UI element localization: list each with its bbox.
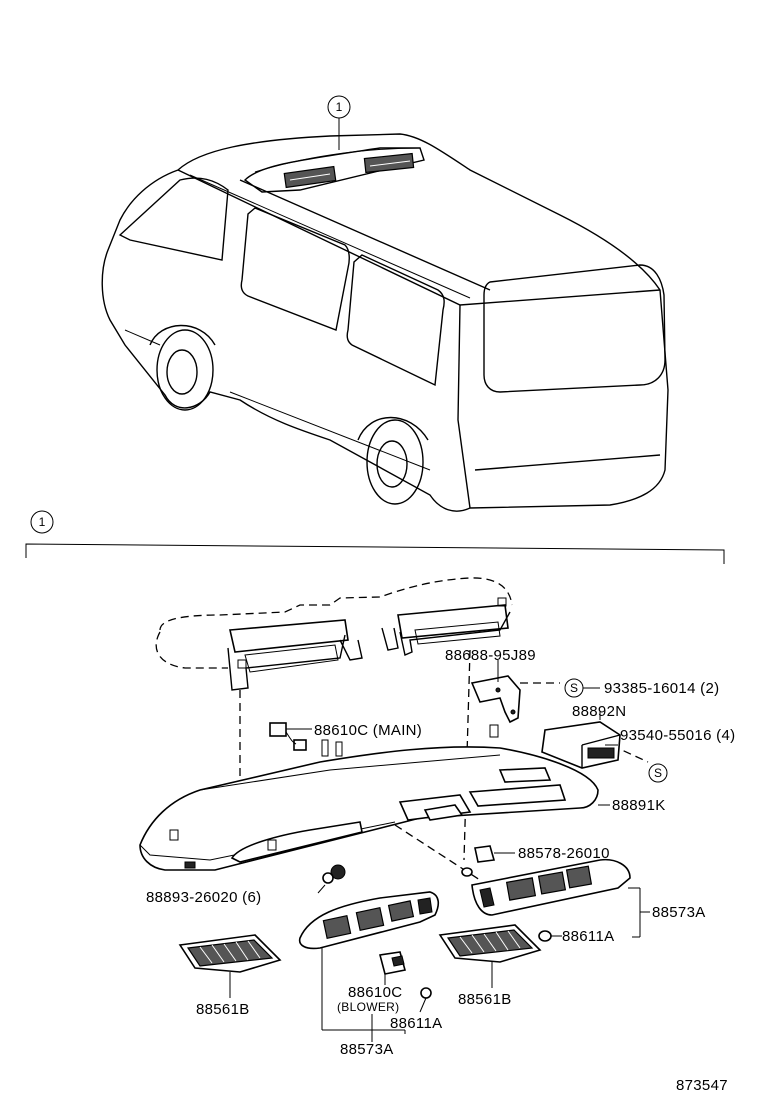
svg-text:S: S bbox=[654, 766, 662, 780]
label-screw-unit: 93540-55016 (4) bbox=[620, 727, 735, 744]
small-clip bbox=[474, 845, 515, 863]
duct-panel bbox=[139, 724, 610, 871]
label-nut-bottom: 88611A bbox=[390, 1015, 442, 1032]
label-register-right: 88573A bbox=[652, 904, 706, 921]
svg-text:S: S bbox=[570, 681, 578, 695]
section-divider bbox=[25, 543, 725, 564]
svg-text:1: 1 bbox=[336, 100, 343, 114]
label-switch-main: 88610C (MAIN) bbox=[314, 722, 422, 739]
control-unit bbox=[541, 712, 621, 769]
van-illustration bbox=[101, 118, 669, 512]
svg-text:1: 1 bbox=[39, 515, 46, 529]
label-clip-bulb: 88893-26020 (6) bbox=[146, 889, 261, 906]
register-bottom-bracket bbox=[322, 1014, 406, 1042]
label-screw-main: 93385-16014 (2) bbox=[604, 680, 719, 697]
callout-top: 1 bbox=[327, 95, 351, 119]
label-bracket: 88688-95J89 bbox=[445, 647, 536, 664]
label-register-bottom: 88573A bbox=[340, 1041, 394, 1058]
label-unit: 88892N bbox=[572, 703, 626, 720]
callout-section: 1 bbox=[30, 510, 54, 534]
main-switch bbox=[269, 722, 312, 751]
figure-number: 873547 bbox=[676, 1077, 728, 1094]
bulb-clip bbox=[317, 864, 346, 894]
roof-vent-grille bbox=[283, 152, 415, 189]
register-right-bracket bbox=[628, 887, 650, 938]
grille-right bbox=[438, 924, 542, 988]
blower-switch bbox=[378, 951, 407, 985]
label-switch-blower: 88610C bbox=[348, 984, 402, 1001]
nut-right bbox=[538, 930, 562, 942]
label-grille-right: 88561B bbox=[458, 991, 512, 1008]
screw-symbol-bottom: S bbox=[648, 763, 668, 783]
label-duct-panel: 88891K bbox=[612, 797, 666, 814]
label-switch-blower-note: (BLOWER) bbox=[337, 1000, 399, 1014]
nut-bottom bbox=[419, 987, 432, 1013]
bracket-part bbox=[470, 660, 521, 724]
screw-symbol-top: S bbox=[564, 678, 600, 698]
label-grille-left: 88561B bbox=[196, 1001, 250, 1018]
grille-left bbox=[178, 934, 282, 998]
register-bottom bbox=[298, 891, 440, 1030]
register-right bbox=[461, 858, 631, 916]
label-clip-small: 88578-26010 bbox=[518, 845, 610, 862]
upper-duct bbox=[155, 577, 513, 691]
label-nut-right: 88611A bbox=[562, 928, 614, 945]
